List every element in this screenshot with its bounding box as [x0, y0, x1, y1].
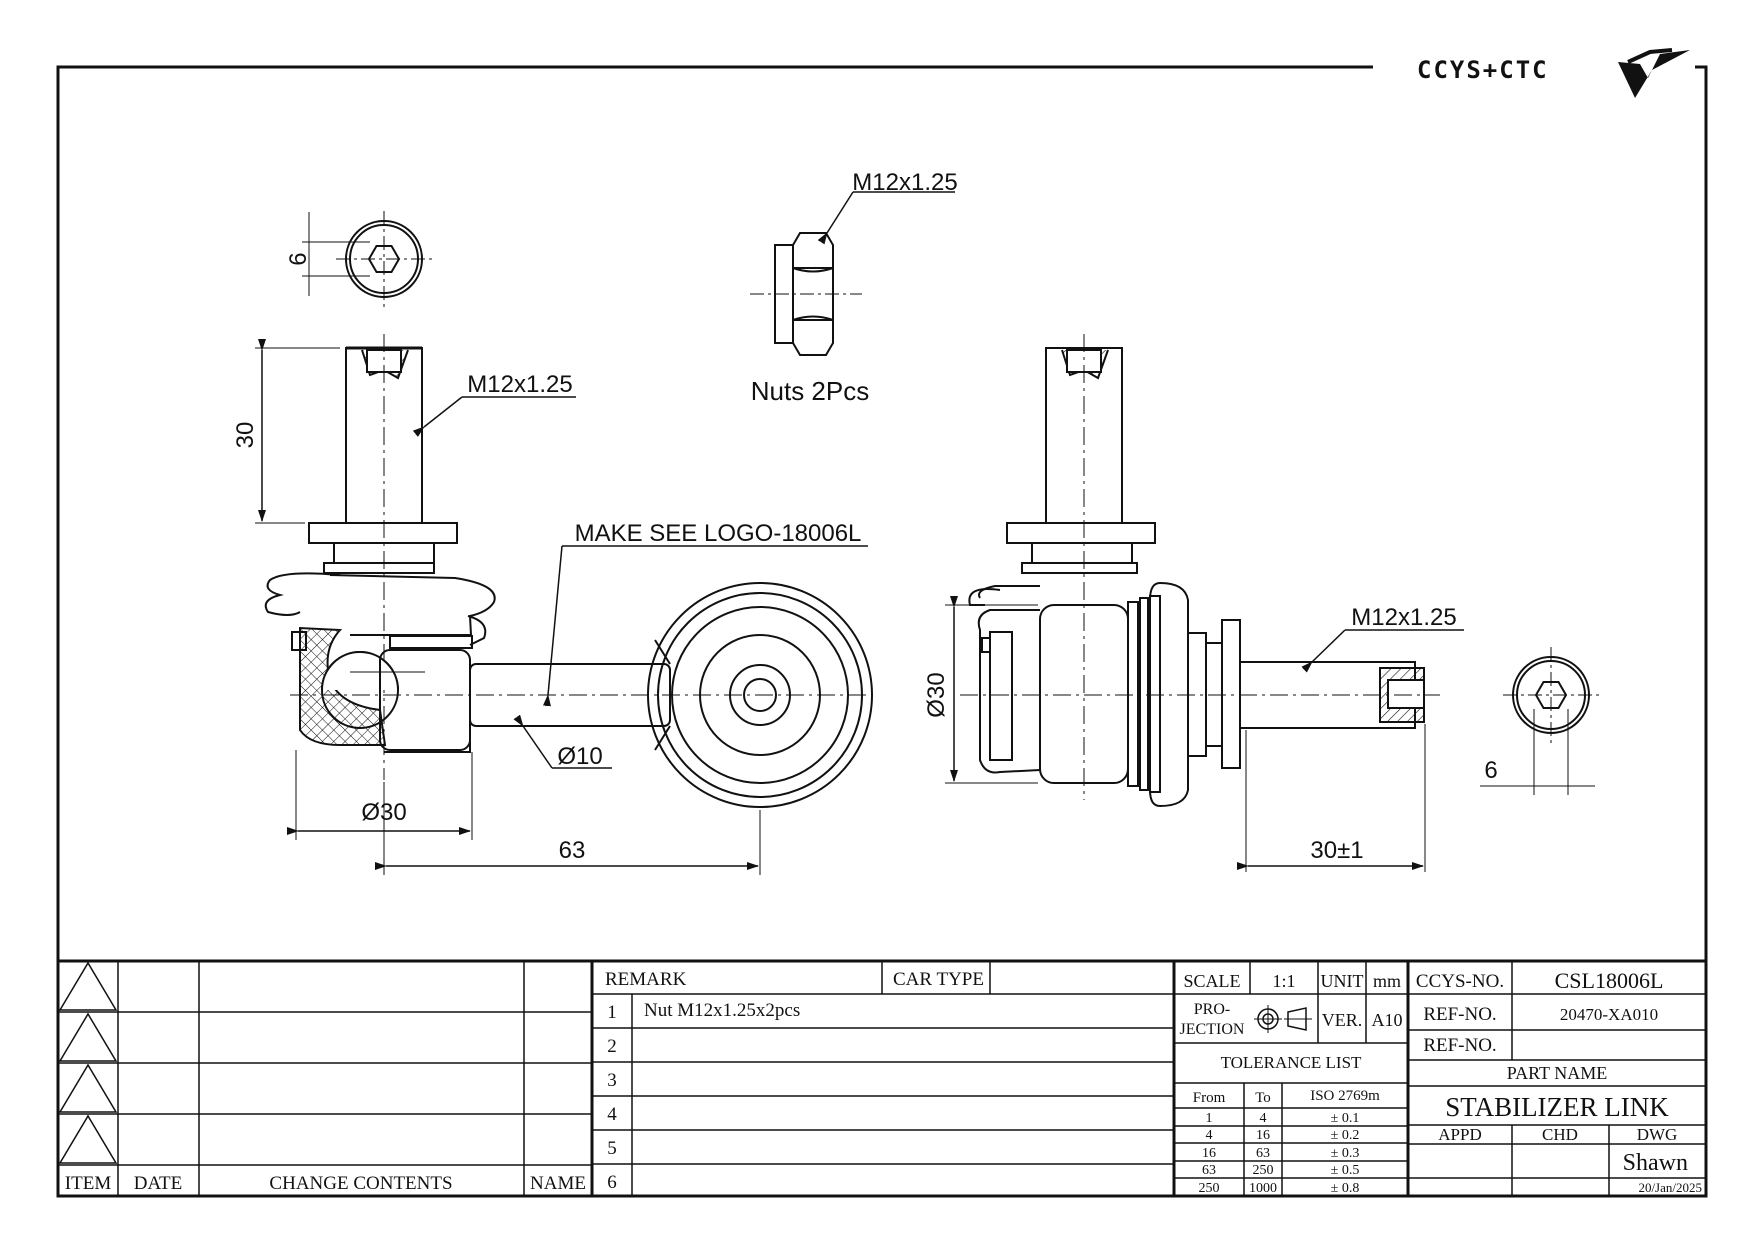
projection-label-1: PRO- — [1194, 1001, 1230, 1018]
unit-value: mm — [1373, 971, 1401, 991]
car-type-label: CAR TYPE — [893, 969, 984, 990]
tolerance-value: ± 0.3 — [1331, 1146, 1360, 1161]
tolerance-value: ± 0.1 — [1331, 1111, 1360, 1126]
thread-left-label: M12x1.25 — [467, 371, 572, 398]
tolerance-from: 16 — [1202, 1146, 1216, 1161]
tolerance-value: ± 0.2 — [1331, 1128, 1360, 1143]
title-block — [58, 959, 1706, 1196]
ver-label: VER. — [1322, 1010, 1363, 1030]
tolerance-title: TOLERANCE LIST — [1221, 1053, 1362, 1072]
border-frame — [56, 65, 1708, 1198]
brand-logo: CCYS+CTC — [1417, 48, 1690, 98]
dim-ball-dia: Ø30 — [361, 799, 406, 826]
tolerance-from: 63 — [1202, 1163, 1216, 1178]
dim-hex-left: 6 — [285, 252, 312, 265]
dwg-label: DWG — [1637, 1125, 1678, 1144]
rev-header-date: DATE — [134, 1173, 183, 1194]
dim-center-length: 63 — [559, 837, 586, 864]
dim-body-dia: Ø30 — [923, 672, 950, 717]
hex-end-view-left — [302, 211, 432, 307]
part-name-label: PART NAME — [1507, 1063, 1607, 1083]
rev-header-contents: CHANGE CONTENTS — [269, 1173, 452, 1194]
tolerance-from: 4 — [1206, 1128, 1213, 1143]
remark-row-no: 1 — [607, 1002, 617, 1023]
ref-no-label-1: REF-NO. — [1423, 1004, 1496, 1025]
remark-row-no: 2 — [607, 1036, 617, 1057]
tolerance-to: 16 — [1256, 1128, 1270, 1143]
nut-view — [750, 191, 955, 356]
remark-row-no: 5 — [607, 1138, 617, 1159]
projection-label-2: JECTION — [1180, 1021, 1245, 1038]
unit-label: UNIT — [1321, 971, 1364, 991]
tolerance-from: 1 — [1206, 1111, 1213, 1126]
scale-value: 1:1 — [1272, 971, 1295, 991]
tolerance-from: 250 — [1199, 1181, 1220, 1196]
scale-label: SCALE — [1183, 971, 1240, 991]
remark-row-no: 4 — [607, 1104, 617, 1125]
ccys-no-label: CCYS-NO. — [1416, 971, 1504, 992]
tolerance-to: 4 — [1260, 1111, 1267, 1126]
dim-stud-length: 30 — [232, 422, 259, 449]
thread-nut-label: M12x1.25 — [852, 169, 957, 196]
nuts-note: Nuts 2Pcs — [751, 376, 870, 406]
remark-row-no: 6 — [607, 1172, 617, 1193]
chd-label: CHD — [1542, 1125, 1578, 1144]
tolerance-header-iso: ISO 2769m — [1310, 1088, 1380, 1104]
ver-value: A10 — [1372, 1010, 1403, 1030]
thread-right-label: M12x1.25 — [1351, 604, 1456, 631]
remark-label: REMARK — [605, 969, 687, 990]
dim-stud-length-right: 30±1 — [1310, 837, 1363, 864]
rev-header-name: NAME — [530, 1173, 586, 1194]
dim-hex-right: 6 — [1484, 757, 1497, 784]
appd-label: APPD — [1438, 1125, 1481, 1144]
drawn-by: Shawn — [1623, 1150, 1688, 1176]
rev-header-item: ITEM — [65, 1173, 112, 1194]
right-main-view — [945, 334, 1464, 872]
ref-no-value-1: 20470-XA010 — [1560, 1005, 1658, 1024]
tolerance-value: ± 0.8 — [1331, 1181, 1360, 1196]
remark-row-no: 3 — [607, 1070, 617, 1091]
logo-mark-icon — [1618, 50, 1690, 98]
make-logo-note: MAKE SEE LOGO-18006L — [575, 520, 862, 547]
dim-rod-dia: Ø10 — [557, 743, 602, 770]
left-main-view — [255, 334, 873, 875]
tolerance-value: ± 0.5 — [1331, 1163, 1360, 1178]
part-name-value: STABILIZER LINK — [1445, 1092, 1669, 1122]
tolerance-to: 1000 — [1249, 1181, 1277, 1196]
ccys-no-value: CSL18006L — [1555, 968, 1664, 993]
ref-no-label-2: REF-NO. — [1423, 1035, 1496, 1056]
remark-row-text: Nut M12x1.25x2pcs — [644, 1000, 800, 1021]
tolerance-header-to: To — [1255, 1090, 1271, 1106]
tolerance-to: 63 — [1256, 1146, 1270, 1161]
tolerance-to: 250 — [1253, 1163, 1274, 1178]
hex-end-view-right — [1480, 647, 1599, 795]
drawing-date: 20/Jan/2025 — [1638, 1180, 1702, 1195]
logo-text: CCYS+CTC — [1417, 56, 1549, 84]
tolerance-header-from: From — [1193, 1090, 1226, 1106]
